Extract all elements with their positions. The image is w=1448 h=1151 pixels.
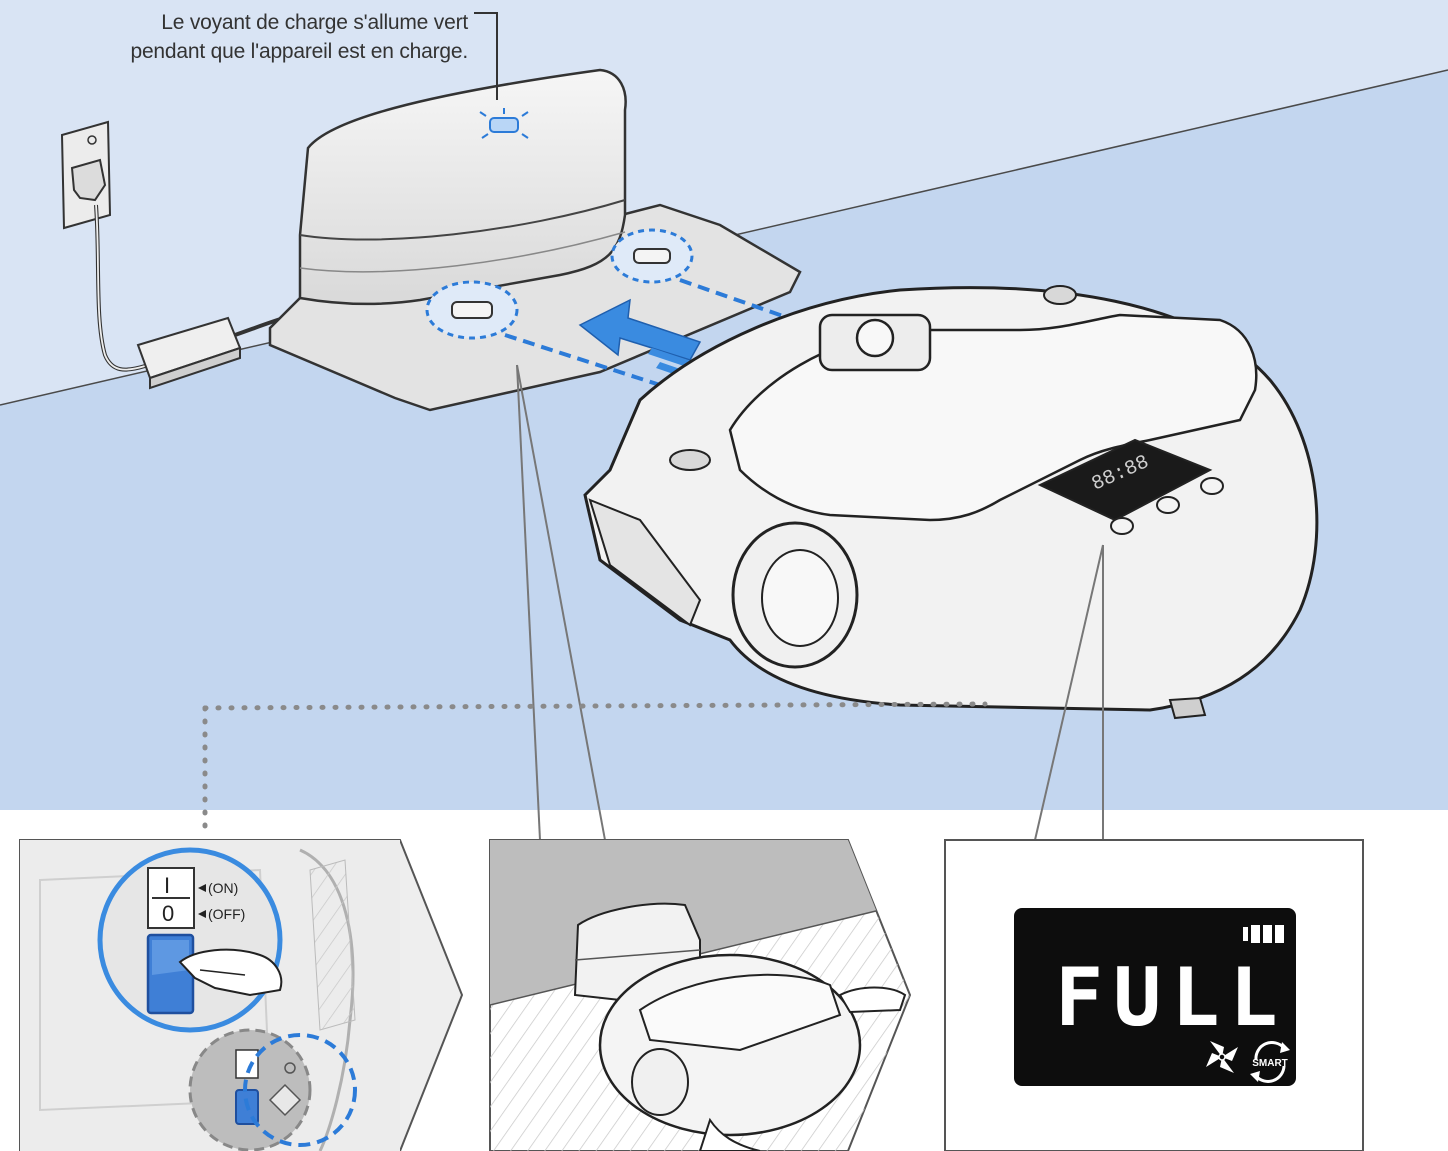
charging-dock: [298, 68, 627, 306]
caption-line-2: pendant que l'appareil est en charge.: [130, 40, 468, 63]
charging-light-icon: [479, 108, 529, 139]
callout-pointer-1: [516, 364, 541, 841]
switch-on-symbol: I: [164, 873, 170, 898]
power-outlet-icon: [60, 120, 112, 230]
robot-control-panel: 88:88: [1037, 438, 1224, 535]
robot-vacuum: [583, 285, 1319, 720]
switch-on-label: (ON): [208, 880, 238, 896]
caption-leader: [474, 12, 498, 100]
power-adapter-icon: [136, 316, 242, 390]
callout-pointer-2: [1034, 544, 1104, 841]
display-status-text: FULL: [1055, 951, 1288, 1044]
charging-caption: Le voyant de charge s'allume vert pendan…: [130, 8, 468, 66]
fan-icon: [1206, 1041, 1238, 1073]
display-panel: [944, 839, 1364, 1151]
switch-off-symbol: 0: [162, 901, 174, 926]
robot-display-screen: [1014, 908, 1296, 1086]
docking-panel: [489, 839, 912, 1151]
hand-icon: [178, 948, 283, 997]
switch-panel: [19, 839, 464, 1151]
battery-icon: [1243, 925, 1284, 943]
caption-line-1: Le voyant de charge s'allume vert: [161, 11, 468, 34]
display-smart-label: SMART: [1252, 1058, 1288, 1069]
smart-mode-icon: [1250, 1041, 1290, 1083]
switch-off-label: (OFF): [208, 906, 245, 922]
